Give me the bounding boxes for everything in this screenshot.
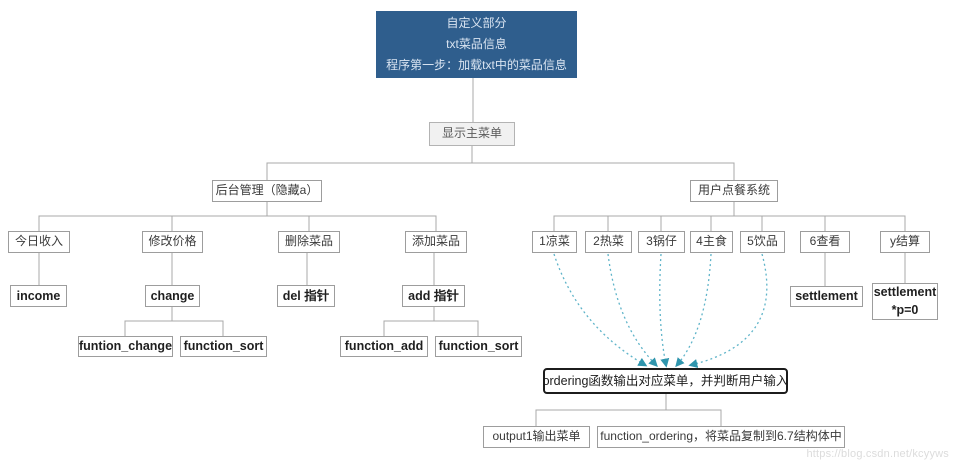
root-line-1: 自定义部分 <box>446 16 507 30</box>
csdn-watermark: https://blog.csdn.net/kcyyws <box>806 448 949 460</box>
node-ordering-function: ordering函数输出对应菜单，并判断用户输入 <box>543 368 788 394</box>
node-pot: 3锅仔 <box>638 231 685 253</box>
node-cold-dish: 1凉菜 <box>532 231 577 253</box>
node-delete-dish: 删除菜品 <box>278 231 340 253</box>
node-settlement: settlement <box>790 286 863 307</box>
node-function-sort-left: function_sort <box>180 336 267 357</box>
node-settlement-p0: settlement *p=0 <box>872 283 938 320</box>
node-function-sort-right: function_sort <box>435 336 522 357</box>
settlement-p0-line-2: *p=0 <box>891 302 919 317</box>
node-admin-management: 后台管理（隐藏a） <box>212 180 322 202</box>
node-today-income: 今日收入 <box>8 231 70 253</box>
node-modify-price: 修改价格 <box>142 231 203 253</box>
root-line-3: 程序第一步：加载txt中的菜品信息 <box>386 58 567 72</box>
root-line-2: txt菜品信息 <box>446 37 507 51</box>
node-add-pointer: add 指针 <box>402 285 465 307</box>
settlement-p0-line-1: settlement <box>873 285 937 299</box>
node-del-pointer: del 指针 <box>277 285 335 307</box>
node-function-add: function_add <box>340 336 428 357</box>
node-hot-dish: 2热菜 <box>585 231 632 253</box>
node-output1: output1输出菜单 <box>483 426 590 448</box>
node-funtion-change: funtion_change <box>78 336 173 357</box>
node-function-ordering: function_ordering，将菜品复制到6.7结构体中 <box>597 426 845 448</box>
node-show-main-menu: 显示主菜单 <box>429 122 515 146</box>
node-income: income <box>10 285 67 307</box>
node-drinks: 5饮品 <box>740 231 785 253</box>
node-add-dish: 添加菜品 <box>405 231 467 253</box>
node-custom-part: 自定义部分 txt菜品信息 程序第一步：加载txt中的菜品信息 <box>376 11 577 78</box>
node-change: change <box>145 285 200 307</box>
node-view: 6查看 <box>800 231 850 253</box>
node-settle: y结算 <box>880 231 930 253</box>
node-user-order-system: 用户点餐系统 <box>690 180 778 202</box>
node-staple: 4主食 <box>690 231 733 253</box>
